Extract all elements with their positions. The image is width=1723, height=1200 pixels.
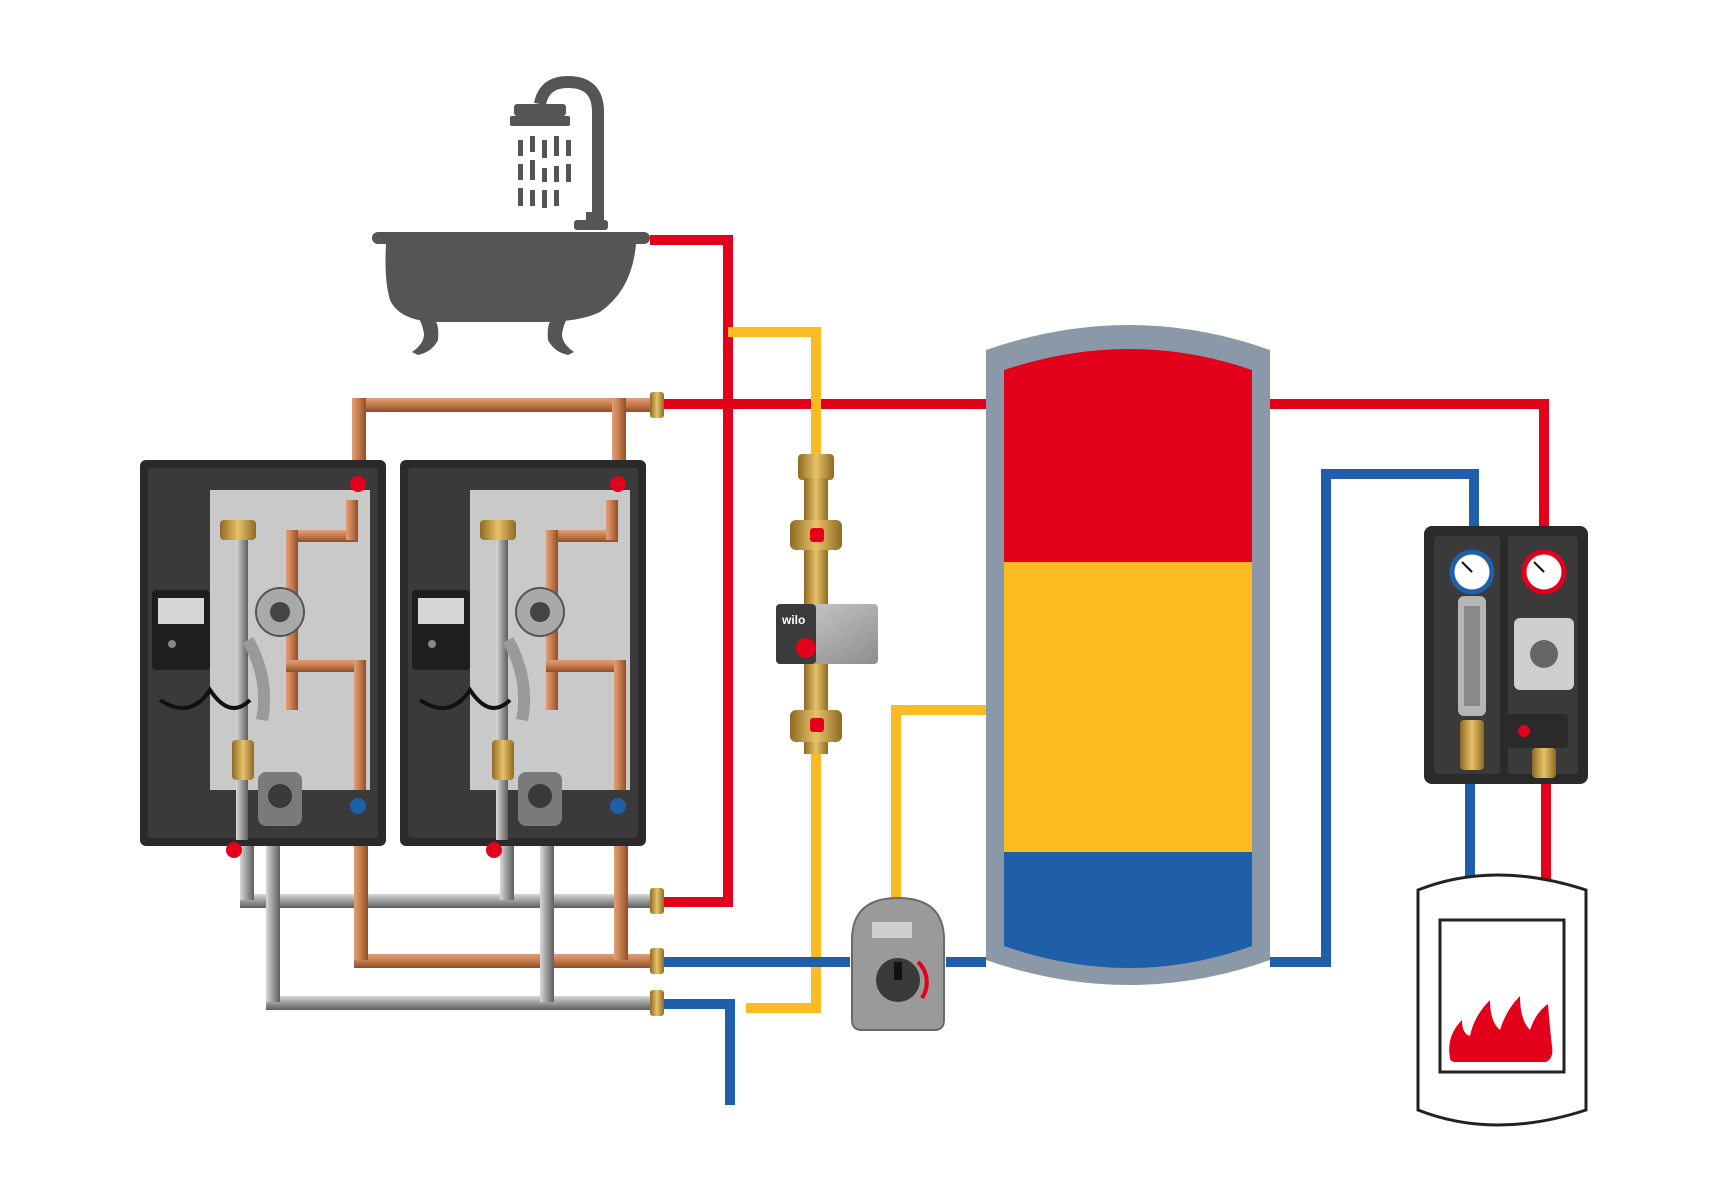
buffer-storage-tank: [986, 325, 1270, 985]
bathtub-shower-icon: [372, 75, 650, 355]
tank-zone-hot: [1004, 349, 1252, 562]
fresh-water-station-left: [140, 460, 386, 858]
station-manifold-pipes: [240, 392, 664, 1016]
pump-brand-label: wilo: [781, 613, 805, 627]
circulation-pump-assembly: wilo: [776, 454, 878, 754]
pipe-cold-mains: [662, 999, 735, 1105]
flame: [1449, 996, 1553, 1062]
group-mixer-actuator: [1508, 714, 1568, 748]
motorized-valve-actuator: [851, 896, 945, 1031]
pipe-cold-tank-group: [1270, 469, 1479, 967]
boiler-flame-icon: [1416, 873, 1588, 1127]
fresh-water-station-right: [400, 460, 646, 858]
shower-water-drops: [518, 136, 571, 208]
ball-valve-bottom-handle: [810, 718, 824, 732]
pipe-hot-tank-group: [1270, 399, 1549, 528]
heating-pump-group: [1424, 526, 1588, 784]
pipe-circulation: [728, 327, 821, 1013]
pipe-hot-bath: [650, 235, 733, 907]
tank-zone-cold: [1004, 852, 1252, 968]
pipe-warm-tank-valve: [891, 705, 986, 900]
ball-valve-top-handle: [810, 528, 824, 542]
tank-zone-warm: [1004, 562, 1252, 852]
